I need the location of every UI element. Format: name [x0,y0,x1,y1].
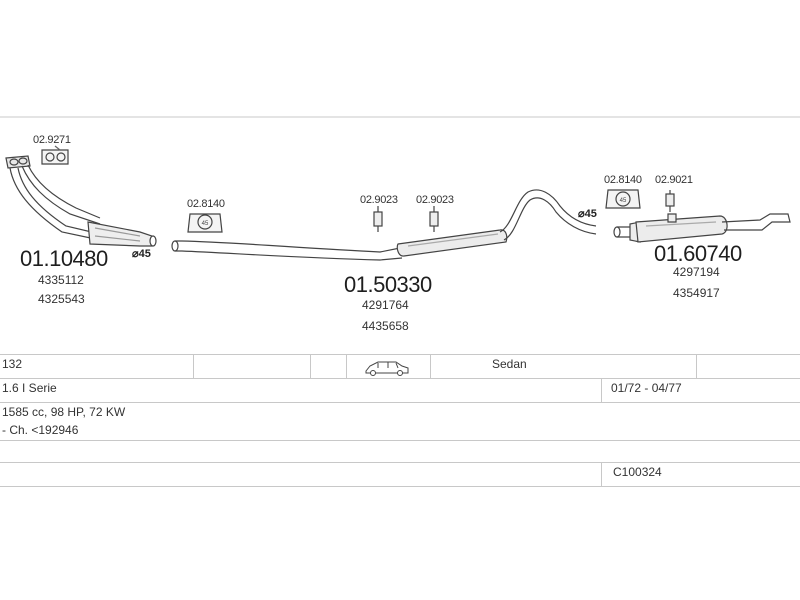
front-pipe-oe-number-2: 4325543 [38,292,85,306]
front-pipe-drawing [5,155,157,247]
hanger-icon [373,206,439,232]
table-divider [193,354,194,378]
table-divider [346,354,347,378]
vehicle-production-period: 01/72 - 04/77 [611,381,682,395]
front-pipe-oe-number-1: 4335112 [38,273,84,287]
gasket-icon [41,145,69,165]
kit-code: C100324 [613,465,662,479]
vehicle-engine: 1.6 I Serie [2,381,57,395]
table-divider [601,462,602,486]
middle-hanger-number-1: 02.9023 [360,194,398,206]
middle-mount-number: 02.8140 [187,198,225,210]
front-pipe-part-number: 01.10480 [20,246,108,271]
table-divider [0,486,800,487]
front-pipe-diameter: ⌀45 [132,248,151,260]
middle-pipe-drawing [171,189,597,261]
middle-silencer-oe-number-2: 4435658 [362,319,409,333]
table-divider [0,378,800,379]
svg-text:45: 45 [620,198,627,204]
svg-text:45: 45 [202,221,209,227]
sedan-car-icon [365,361,409,376]
rear-hanger-number: 02.9021 [655,174,693,186]
mount-icon: 45 [605,189,641,209]
rear-silencer-drawing [613,213,791,243]
table-divider [696,354,697,378]
rear-mount-number: 02.8140 [604,174,642,186]
mount-icon: 45 [187,213,223,233]
rear-silencer-oe-number-2: 4354917 [673,286,720,300]
vehicle-chassis: - Ch. <192946 [2,423,79,437]
rear-silencer-part-number: 01.60740 [654,241,742,266]
table-divider [601,378,602,402]
table-divider [430,354,431,378]
vehicle-model: 132 [2,357,23,371]
table-divider [0,440,800,441]
middle-hanger-number-2: 02.9023 [416,194,454,206]
table-divider [0,402,800,403]
front-pipe-gasket-number: 02.9271 [33,134,71,146]
joint-diameter: ⌀45 [578,208,597,220]
table-divider [310,354,311,378]
middle-silencer-part-number: 01.50330 [344,272,432,297]
rear-silencer-oe-number-1: 4297194 [673,265,720,279]
vehicle-body-type: Sedan [492,357,527,371]
vehicle-specs: 1585 cc, 98 HP, 72 KW [2,405,126,419]
table-divider [0,354,800,355]
middle-silencer-oe-number-1: 4291764 [362,298,409,312]
table-divider [0,462,800,463]
hanger-icon [665,190,675,212]
